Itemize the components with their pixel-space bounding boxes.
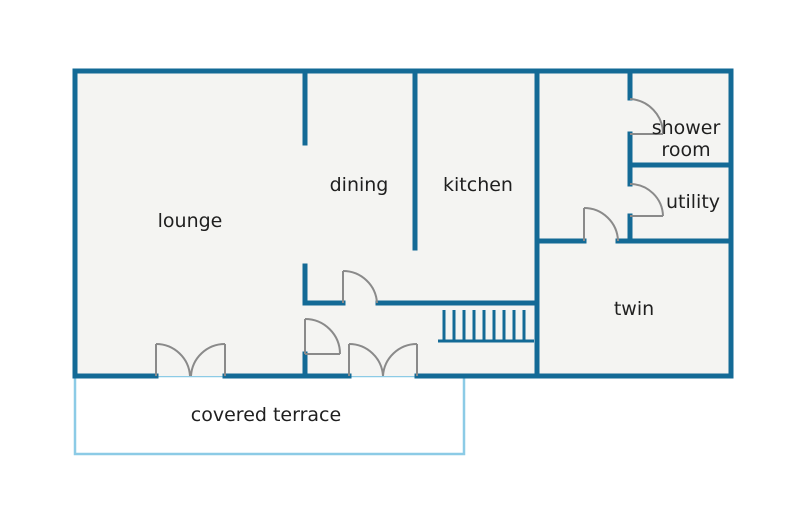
utility-label: utility: [666, 191, 720, 213]
walls: [72, 68, 734, 379]
wing-door: [583, 207, 619, 242]
covered-terrace-label: covered terrace: [191, 404, 341, 426]
interior-floor: [75, 71, 731, 376]
staircase: [438, 310, 534, 343]
covered-terrace-area: [73, 374, 466, 456]
kitchen-label: kitchen: [443, 174, 513, 196]
lounge-terrace-door: [155, 342, 226, 377]
lounge-label: lounge: [158, 210, 223, 232]
shower-room-label-line2: room: [661, 139, 710, 161]
doors: [155, 98, 665, 377]
twin-label: twin: [614, 298, 654, 320]
hall-door: [342, 269, 378, 304]
hall-terrace-door: [348, 342, 418, 377]
shower-door: [629, 98, 665, 135]
shower-room-label-line1: shower: [652, 117, 721, 139]
dining-label: dining: [330, 174, 389, 196]
utility-door: [629, 183, 664, 217]
hall-side-door: [304, 318, 341, 355]
